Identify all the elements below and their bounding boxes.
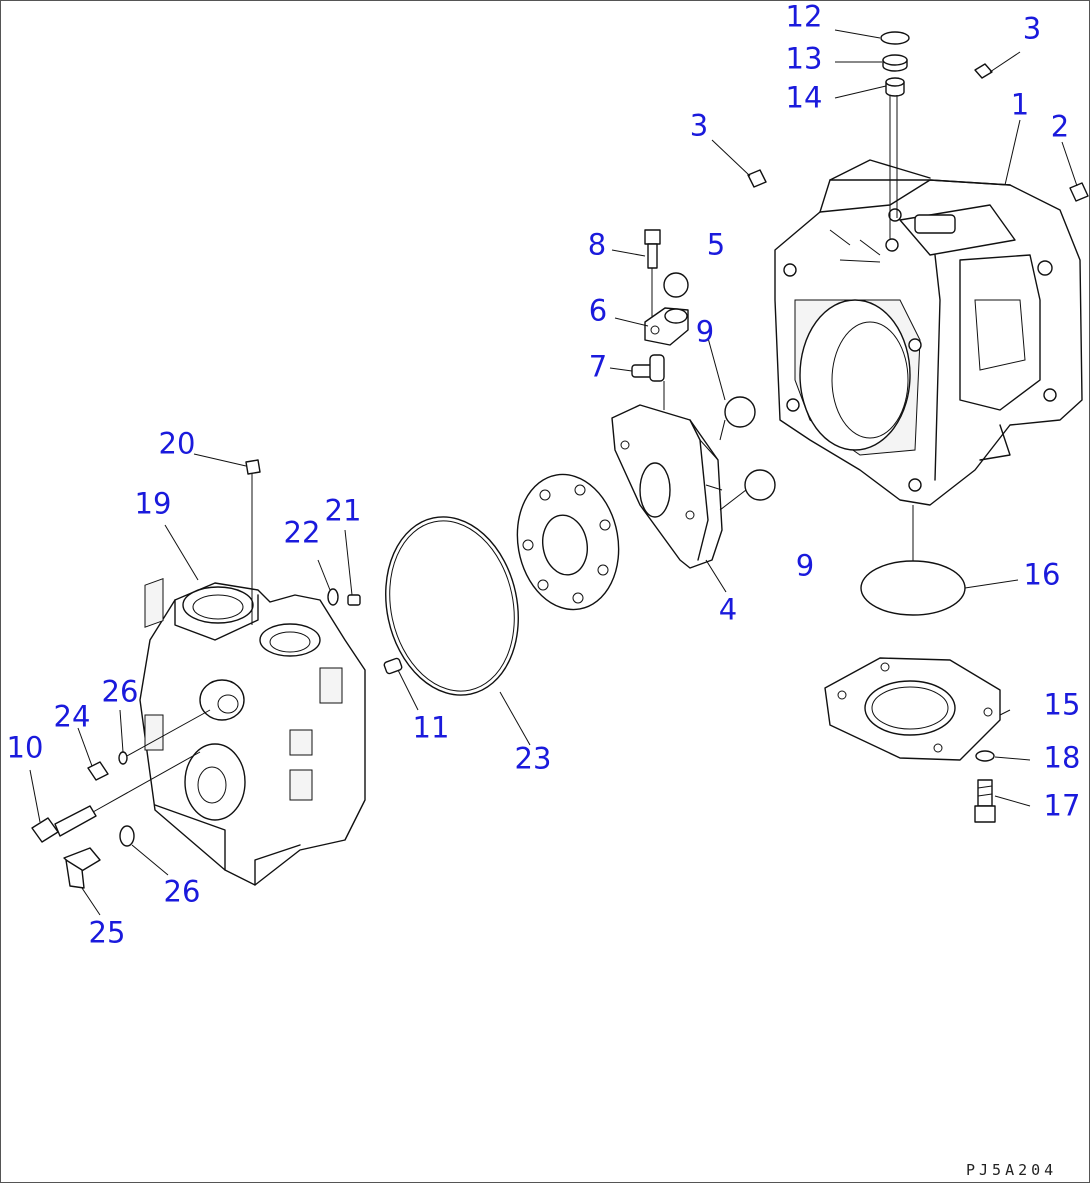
callout-9-upper: 9	[695, 314, 715, 349]
part-23-gasket	[385, 516, 519, 696]
callout-3-top: 3	[1022, 11, 1042, 46]
callout-16: 16	[1023, 557, 1061, 592]
valve-plate	[516, 473, 620, 611]
callout-5: 5	[706, 227, 726, 262]
callout-22: 22	[283, 515, 321, 550]
part-7-pin	[631, 354, 665, 410]
part-25-plug	[63, 847, 101, 889]
part-16-o-ring	[860, 505, 966, 616]
part-9-ball-upper	[724, 396, 756, 428]
part-21-pin	[347, 594, 361, 606]
part-20-plug	[245, 459, 261, 625]
part-6-block	[644, 307, 689, 346]
callout-6: 6	[588, 293, 608, 328]
part-19-end-cap	[139, 577, 366, 886]
part-12-plug	[880, 31, 910, 45]
part-10-bolt	[31, 751, 201, 843]
callout-26-upper: 26	[101, 674, 139, 709]
part-24-plug	[87, 761, 109, 781]
callout-11: 11	[412, 710, 450, 745]
callout-3-left: 3	[689, 108, 709, 143]
callout-4: 4	[718, 592, 738, 627]
part-9-ball-lower	[744, 469, 776, 501]
callout-1: 1	[1010, 87, 1030, 122]
callout-17: 17	[1043, 788, 1081, 823]
part-15-flange	[824, 657, 1001, 761]
callout-18: 18	[1043, 740, 1081, 775]
part-1-pump-case	[774, 159, 1083, 506]
part-17-bolt	[974, 779, 996, 823]
callout-20: 20	[158, 426, 196, 461]
callout-26-lower: 26	[163, 874, 201, 909]
callout-8: 8	[587, 227, 607, 262]
part-2-plug	[1069, 182, 1089, 202]
callout-9-lower: 9	[795, 548, 815, 583]
part-22-o-ring	[327, 588, 339, 606]
callout-19: 19	[134, 486, 172, 521]
part-3-plug-left	[747, 169, 767, 188]
figure-code: PJ5A204	[966, 1161, 1058, 1179]
callout-13: 13	[785, 41, 823, 76]
callout-10: 10	[6, 730, 44, 765]
part-26-o-ring-upper	[118, 751, 128, 765]
part-4-cradle	[611, 404, 723, 569]
callout-12: 12	[785, 0, 823, 34]
callout-14: 14	[785, 80, 823, 115]
callout-24: 24	[53, 699, 91, 734]
part-26-o-ring-lower	[119, 825, 135, 847]
callout-2: 2	[1050, 109, 1070, 144]
callout-25: 25	[88, 915, 126, 950]
leader-lines	[29, 29, 1078, 916]
part-14-plug	[885, 77, 905, 97]
part-18-washer	[975, 750, 995, 762]
callout-21: 21	[324, 493, 362, 528]
callout-7: 7	[588, 349, 608, 384]
part-3-plug-top	[974, 63, 993, 79]
part-5-ball	[663, 272, 689, 298]
callout-15: 15	[1043, 687, 1081, 722]
part-8-bolt	[644, 229, 661, 320]
part-11-pin	[383, 657, 403, 675]
callout-23: 23	[514, 741, 552, 776]
part-13-o-ring	[882, 54, 908, 72]
